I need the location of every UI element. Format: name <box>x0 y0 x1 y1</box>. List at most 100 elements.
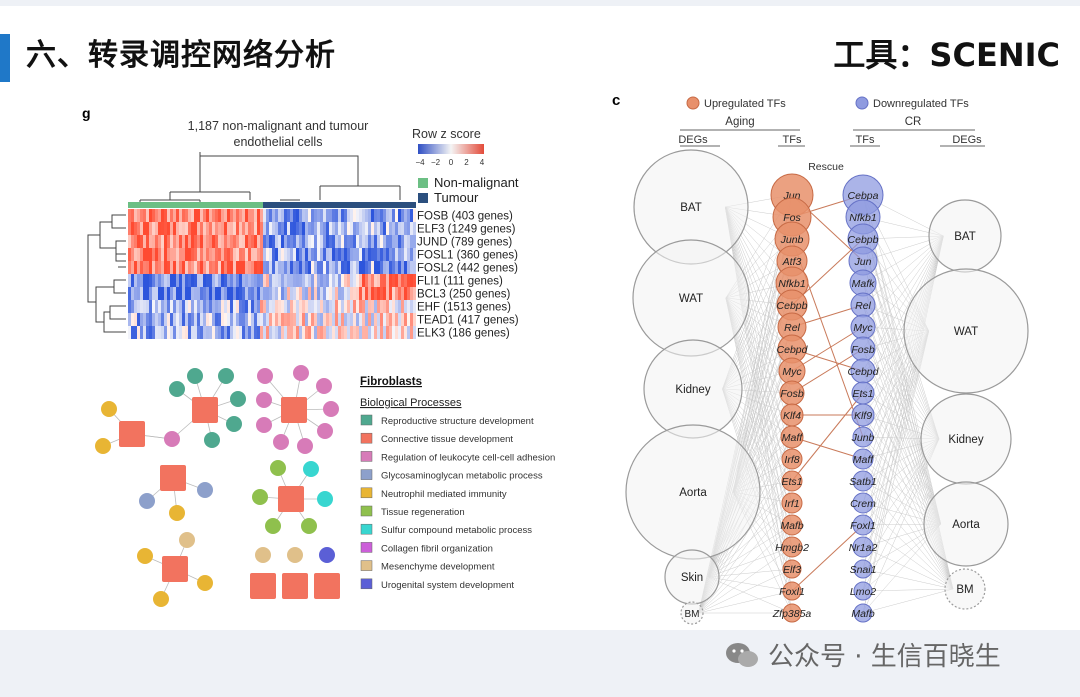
heatmap-cell <box>311 300 314 313</box>
annotation-cell <box>296 202 299 208</box>
heatmap-cell <box>395 326 398 339</box>
heatmap-cell <box>260 261 263 274</box>
tissue-label-left: BM <box>685 609 700 620</box>
heatmap-cell <box>356 313 359 326</box>
down-tf-label: Junb <box>851 432 875 444</box>
tissue-tf-edge <box>724 206 793 526</box>
annotation-cell <box>197 202 200 208</box>
up-tf-label: Zfp385a <box>772 608 812 620</box>
heatmap-cell <box>386 300 389 313</box>
heatmap-cell <box>206 313 209 326</box>
heatmap-cell <box>362 261 365 274</box>
heatmap-cell <box>128 274 131 287</box>
heatmap-cell <box>197 287 200 300</box>
heatmap-cell <box>407 248 410 261</box>
heatmap-cell <box>209 313 212 326</box>
heatmap-cell <box>188 222 191 235</box>
heatmap-cell <box>332 274 335 287</box>
up-legend: Upregulated TFs <box>704 98 786 110</box>
heatmap-cell <box>308 248 311 261</box>
heatmap-cell <box>380 274 383 287</box>
annotation-cell <box>389 202 392 208</box>
heatmap-cell <box>326 222 329 235</box>
network-gene-node <box>187 368 203 384</box>
heatmap-cell <box>287 209 290 222</box>
down-tf-node <box>852 514 874 536</box>
annotation-cell <box>317 202 320 208</box>
heatmap-cell <box>176 287 179 300</box>
heatmap-cell <box>155 261 158 274</box>
heatmap-cell <box>251 222 254 235</box>
heatmap-cell <box>326 287 329 300</box>
heatmap-cell <box>230 248 233 261</box>
heatmap-cell <box>149 209 152 222</box>
heatmap-cell <box>356 222 359 235</box>
heatmap-cell <box>362 209 365 222</box>
process-legend: Reproductive structure developmentConnec… <box>360 414 555 591</box>
heatmap-cell <box>341 287 344 300</box>
down-tf-label: Cebpa <box>848 190 879 202</box>
down-tf-label: Rel <box>855 300 871 312</box>
annotation-cell <box>137 202 140 208</box>
up-tf-node <box>781 470 803 492</box>
heatmap-cell <box>170 235 173 248</box>
fibroblast-network <box>95 365 340 607</box>
heatmap-cell <box>383 326 386 339</box>
tissue-label-left: BAT <box>680 202 702 214</box>
heatmap-cell <box>134 326 137 339</box>
tissue-tf-edge <box>862 480 954 590</box>
heatmap-cell <box>173 287 176 300</box>
heatmap-cell <box>230 261 233 274</box>
process-label: Mesenchyme development <box>381 562 495 573</box>
heatmap-cell <box>137 209 140 222</box>
annotation-cell <box>239 202 242 208</box>
heatmap-cell <box>281 326 284 339</box>
heatmap-cell <box>350 235 353 248</box>
heatmap-cell <box>371 274 374 287</box>
annotation-cell <box>398 202 401 208</box>
heatmap-cell <box>182 261 185 274</box>
heatmap-cell <box>149 261 152 274</box>
heatmap-cell <box>329 326 332 339</box>
heatmap-cell <box>257 287 260 300</box>
heatmap-cell <box>164 235 167 248</box>
heatmap-cell <box>158 235 161 248</box>
annotation-cell <box>329 202 332 208</box>
annotation-cell <box>131 202 134 208</box>
heatmap-cell <box>347 261 350 274</box>
heatmap-cell <box>260 287 263 300</box>
tissue-tf-edge <box>708 546 793 578</box>
annotation-cell <box>266 202 269 208</box>
heatmap-cell <box>374 300 377 313</box>
heatmap-cell <box>233 209 236 222</box>
heatmap-cell <box>413 209 416 222</box>
heatmap-cell <box>137 274 140 287</box>
heatmap-cell <box>347 287 350 300</box>
heatmap-cell <box>251 248 254 261</box>
heatmap-cell <box>401 287 404 300</box>
tissue-tf-edge <box>698 590 793 614</box>
heatmap-cell <box>317 287 320 300</box>
heatmap-cell <box>314 313 317 326</box>
heatmap-cell <box>269 300 272 313</box>
annotation-cell <box>299 202 302 208</box>
heatmap-cell <box>338 209 341 222</box>
heatmap-cell <box>272 248 275 261</box>
heatmap-cell <box>347 222 350 235</box>
heatmap-cell <box>383 248 386 261</box>
network-gene-node <box>265 518 281 534</box>
network-gene-node <box>297 438 313 454</box>
heatmap-cell <box>314 222 317 235</box>
heatmap-cell <box>296 287 299 300</box>
heatmap-cell <box>341 326 344 339</box>
heatmap-cell <box>164 313 167 326</box>
heatmap-cell <box>152 235 155 248</box>
heatmap-cell <box>254 235 257 248</box>
heatmap-cell <box>131 209 134 222</box>
heatmap-cell <box>383 274 386 287</box>
heatmap-cell <box>350 209 353 222</box>
heatmap-cell <box>413 248 416 261</box>
heatmap-cell <box>296 274 299 287</box>
heatmap-cell <box>146 287 149 300</box>
network-gene-node <box>137 548 153 564</box>
